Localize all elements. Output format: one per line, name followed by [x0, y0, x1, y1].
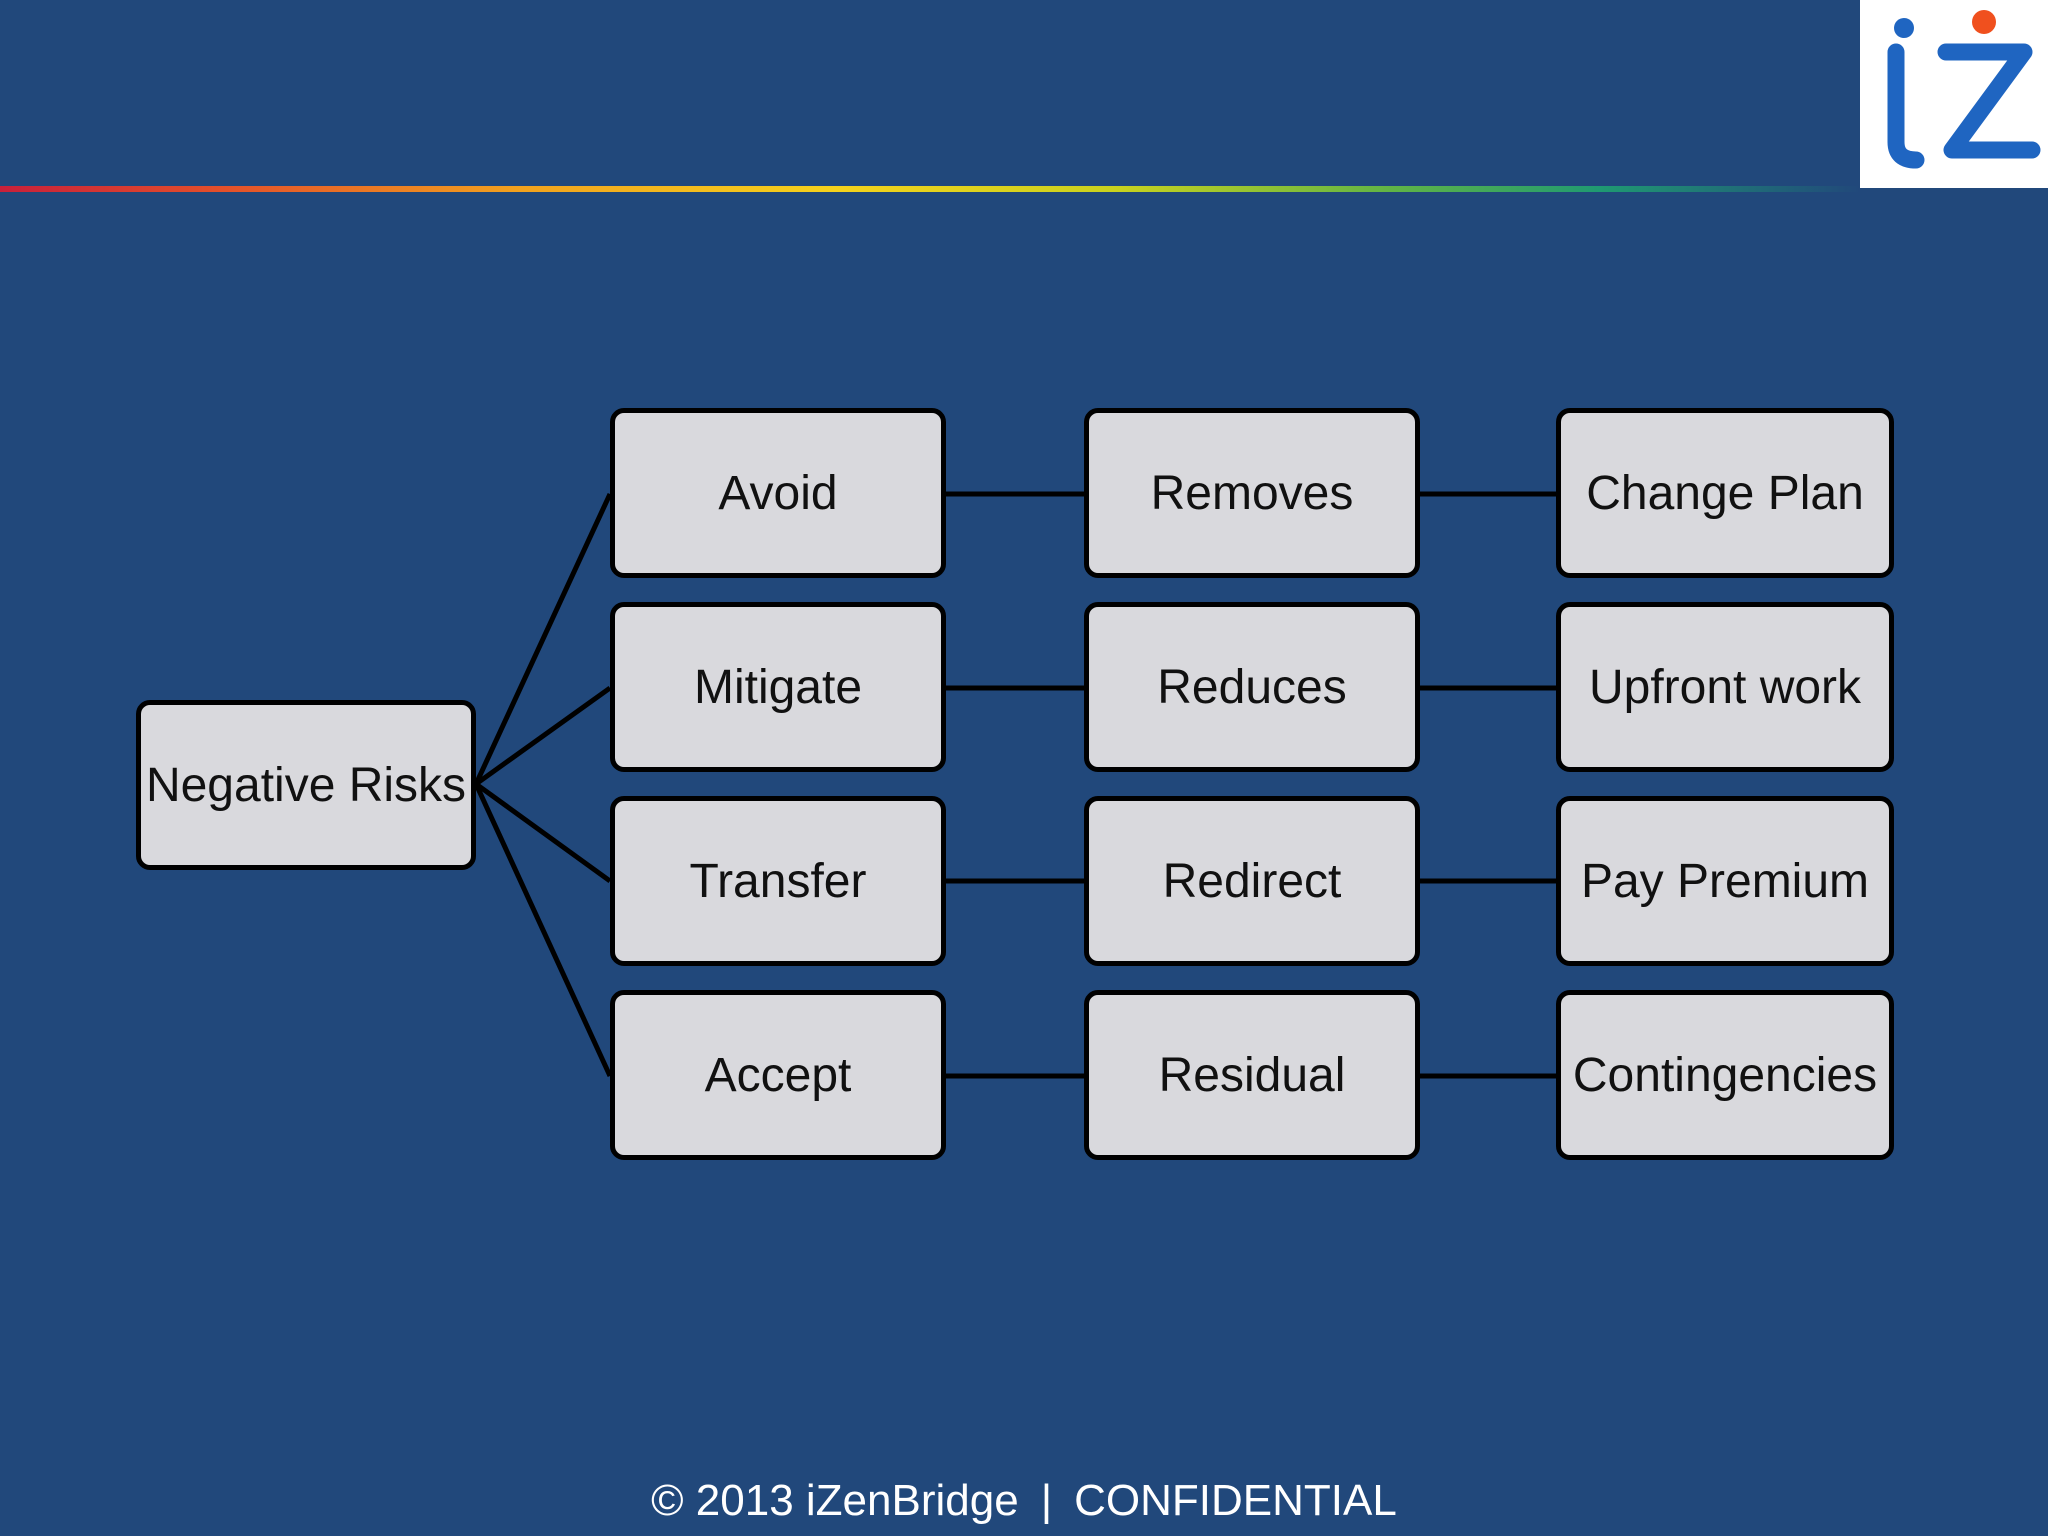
- footer-separator: |: [1040, 1476, 1053, 1525]
- connector-root-mitigate: [474, 685, 612, 787]
- footer-confidential: CONFIDENTIAL: [1074, 1476, 1397, 1525]
- footer: © 2013 iZenBridge | CONFIDENTIAL: [0, 1476, 2048, 1526]
- rainbow-divider: [0, 186, 1860, 192]
- node-reduces: Reduces: [1084, 602, 1420, 772]
- node-mitigate: Mitigate: [610, 602, 946, 772]
- node-negative-risks: Negative Risks: [136, 700, 476, 870]
- node-change-plan: Change Plan: [1556, 408, 1894, 578]
- node-contingencies: Contingencies: [1556, 990, 1894, 1160]
- node-upfront-work: Upfront work: [1556, 602, 1894, 772]
- node-removes: Removes: [1084, 408, 1420, 578]
- node-pay-premium: Pay Premium: [1556, 796, 1894, 966]
- footer-copyright: © 2013 iZenBridge: [651, 1476, 1019, 1525]
- connector-root-transfer: [474, 781, 612, 884]
- connector-root-avoid: [473, 492, 613, 786]
- logo-mark-icon: [1887, 10, 2041, 169]
- connector-root-accept: [473, 782, 613, 1078]
- node-transfer: Transfer: [610, 796, 946, 966]
- node-residual: Residual: [1084, 990, 1420, 1160]
- node-accept: Accept: [610, 990, 946, 1160]
- node-redirect: Redirect: [1084, 796, 1420, 966]
- izenbridge-logo: [1860, 0, 2048, 188]
- node-avoid: Avoid: [610, 408, 946, 578]
